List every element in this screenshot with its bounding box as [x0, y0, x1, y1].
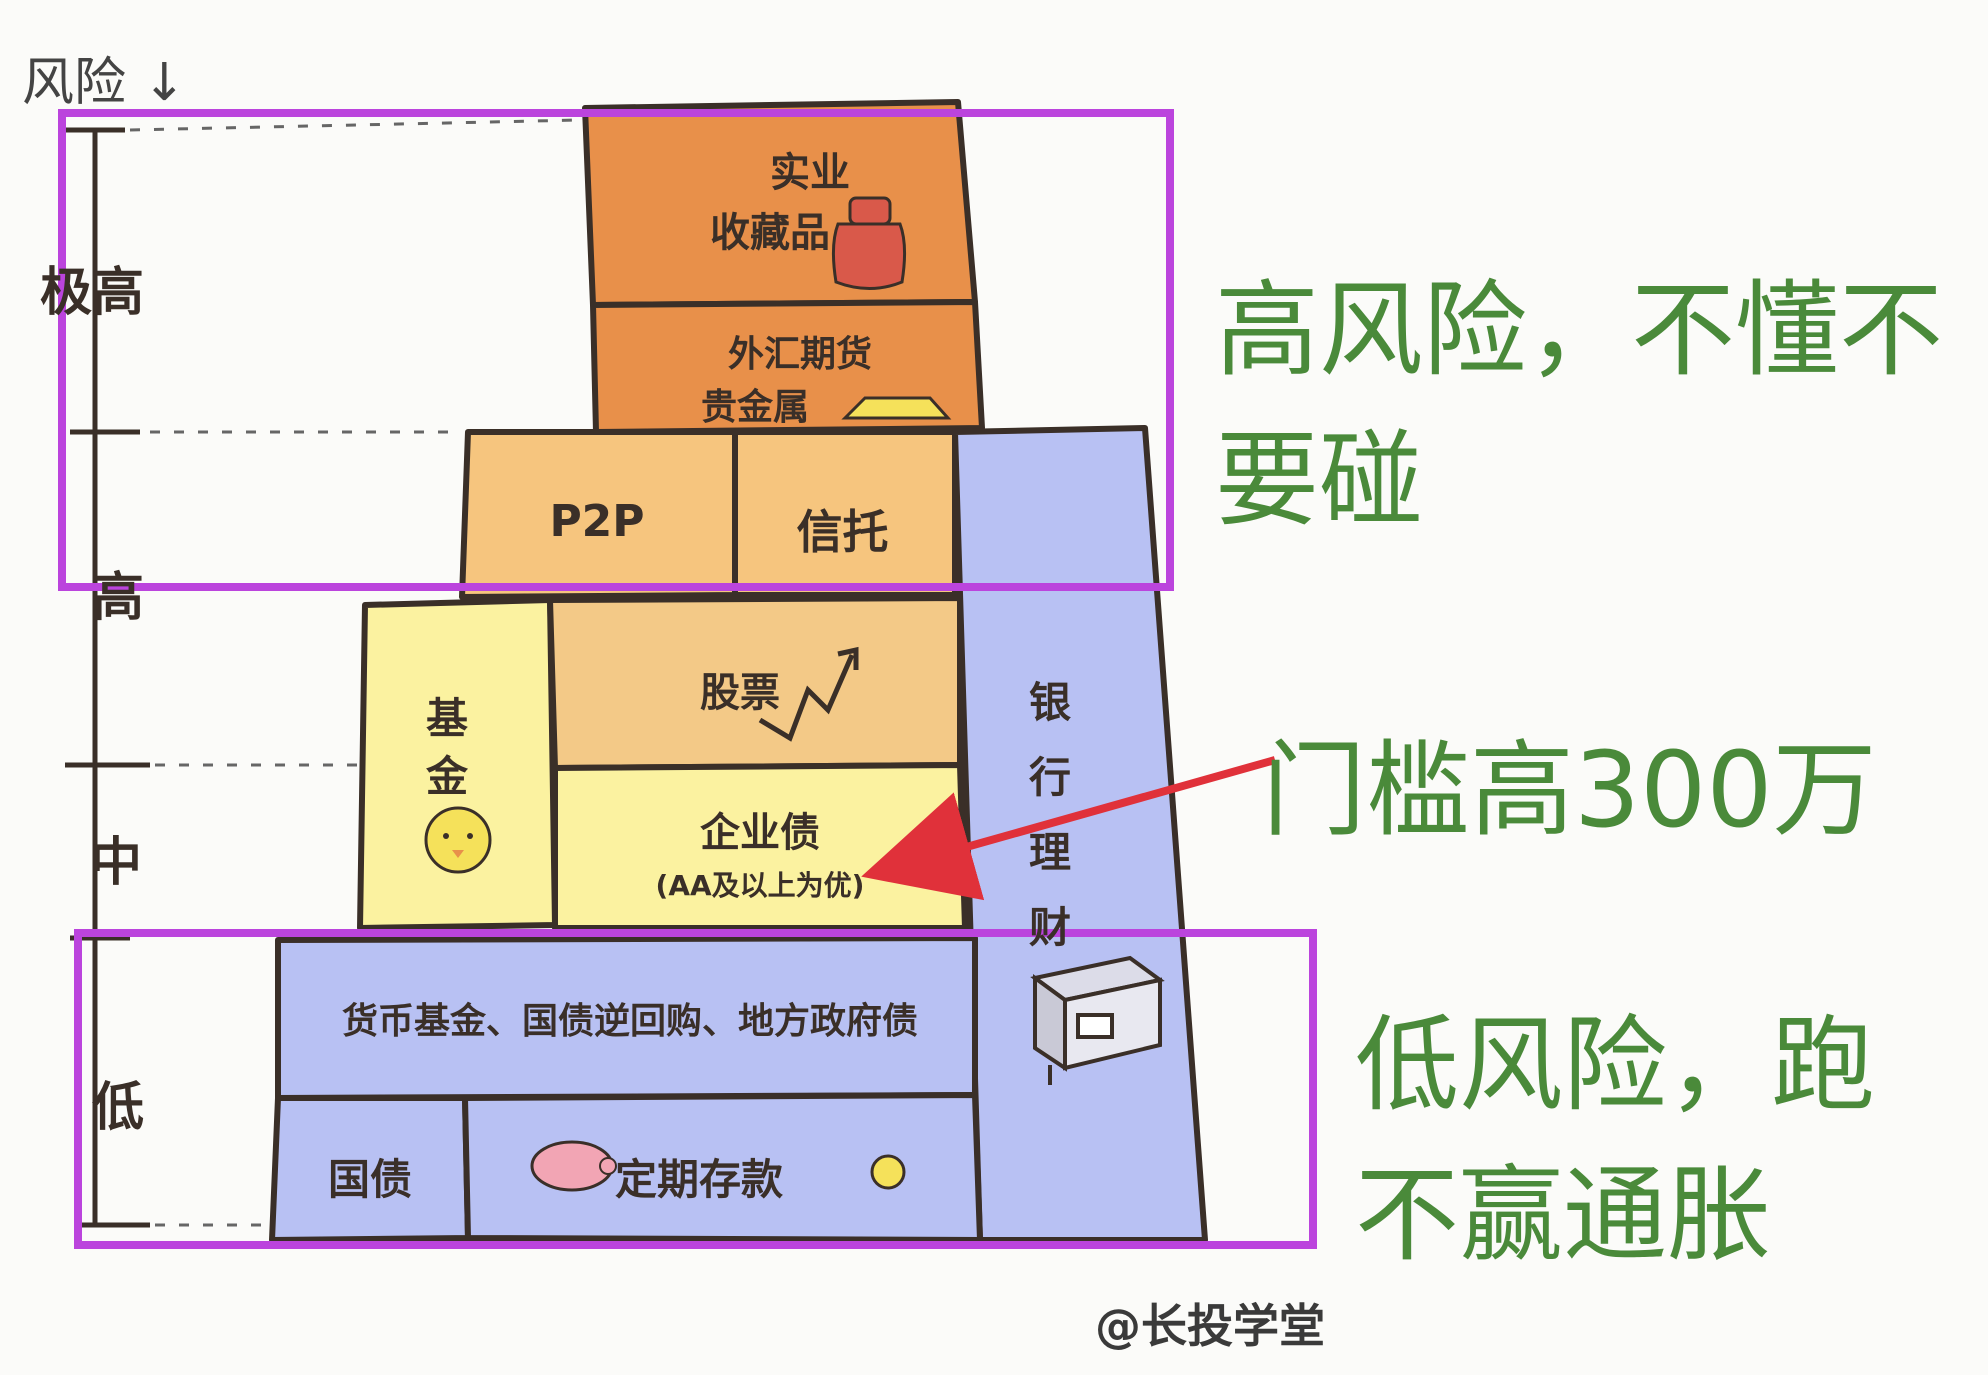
- note-low-risk: 低风险，跑不赢通胀: [1355, 1004, 1876, 1276]
- label-corporate-bonds: 企业债: [700, 810, 820, 856]
- label-stocks: 股票: [700, 670, 780, 716]
- label-precious-metals: 贵金属: [700, 387, 809, 428]
- label-corporate-bonds-note: (AA及以上为优): [655, 869, 865, 902]
- label-money-fund: 货币基金、国债逆回购、地方政府债: [341, 1001, 918, 1042]
- label-forex-futures: 外汇期货: [727, 334, 872, 375]
- label-bank-wealth: 银行理财: [1028, 678, 1071, 952]
- label-collectibles: 收藏品: [710, 210, 830, 256]
- stock-trend-icon: [758, 646, 859, 742]
- atm-icon: [1030, 955, 1165, 1085]
- risk-level-high: 高: [92, 568, 145, 628]
- chick-icon: [424, 806, 492, 874]
- gold-bar-icon: [841, 396, 952, 420]
- high-risk-highlight-box: [58, 109, 1174, 591]
- threshold-arrow: [861, 756, 1277, 901]
- risk-axis: [65, 118, 581, 1228]
- low-risk-highlight-box: [74, 929, 1317, 1249]
- label-trust: 信托: [796, 505, 889, 559]
- note-high-risk: 高风险，不懂不要碰: [1215, 269, 1944, 541]
- block-deposit: [462, 1092, 983, 1243]
- label-fund: 基金: [425, 694, 468, 801]
- watermark: @长投学堂: [1095, 1299, 1325, 1353]
- risk-level-very-high: 极高: [40, 263, 145, 323]
- note-threshold: 门槛高300万: [1262, 729, 1877, 851]
- piggy-bank-icon: [530, 1140, 617, 1192]
- label-p2p: P2P: [549, 496, 645, 547]
- risk-level-low: 低: [92, 1078, 145, 1138]
- bottle-icon: [831, 196, 907, 290]
- risk-axis-title: 风险 ↓: [22, 53, 187, 113]
- coin-icon: [870, 1154, 906, 1190]
- risk-level-medium: 中: [90, 833, 143, 893]
- block-trust: [732, 429, 958, 598]
- label-industry: 实业: [770, 150, 850, 196]
- label-deposit: 定期存款: [615, 1155, 784, 1204]
- label-treasury: 国债: [327, 1155, 412, 1204]
